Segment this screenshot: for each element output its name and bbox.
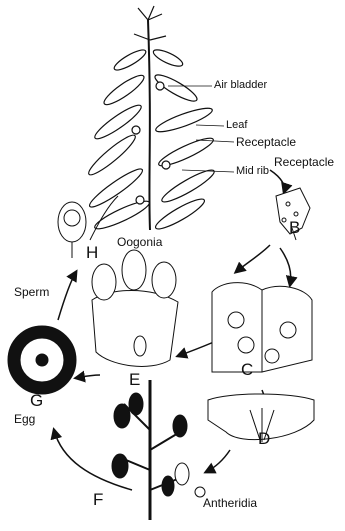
stage-c-conceptacle [212,283,312,372]
stage-g-egg-with-sperm [8,326,76,394]
stage-label-d: D [258,430,270,447]
label-egg: Egg [14,413,35,425]
label-air-bladder: Air bladder [214,80,267,91]
stage-h-zygote [58,202,86,258]
thallus-plant-illustration [85,6,234,233]
stage-label-g: G [30,392,43,409]
stage-label-f: F [93,491,103,508]
stage-label-e: E [129,371,140,388]
label-mid-rib: Mid rib [236,166,269,177]
stage-label-c: C [241,361,253,378]
label-leaf: Leaf [226,120,247,131]
stage-e-oogonia [92,250,178,366]
label-antheridia: Antheridia [203,497,257,509]
stage-label-h: H [86,244,98,261]
label-sperm: Sperm [14,286,49,298]
label-receptacle: Receptacle [236,136,296,148]
label-oogonia: Oogonia [117,236,162,248]
stage-f-antheridia [112,380,205,520]
label-receptacle-b: Receptacle [274,156,334,168]
stage-label-b: B [289,219,300,236]
